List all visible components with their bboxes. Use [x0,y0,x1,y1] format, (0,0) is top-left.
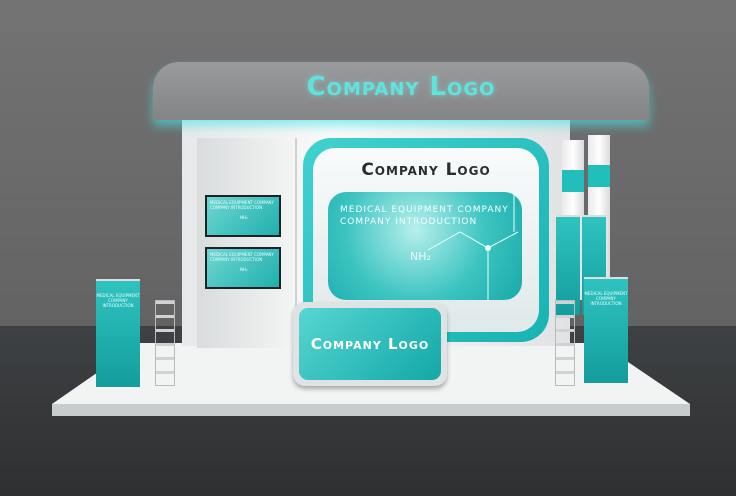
screen-title: MEDICAL EQUIPMENT COMPANY [340,205,509,215]
tv-text: COMPANY INTRODUCTION [210,257,263,262]
counter-logo: Company Logo [299,308,441,380]
main-screen: MEDICAL EQUIPMENT COMPANY COMPANY INTROD… [328,192,522,300]
rollup-banner-right: MEDICAL EQUIPMENT COMPANY INTRODUCTION [584,277,628,383]
screen-formula: NH₂ [410,250,431,263]
hanging-banner [556,215,580,315]
banner-text: MEDICAL EQUIPMENT COMPANY INTRODUCTION [96,279,140,387]
tv-formula: NH₂ [240,267,248,272]
tv-text: COMPANY INTRODUCTION [210,205,263,210]
rollup-banner-left: MEDICAL EQUIPMENT COMPANY INTRODUCTION [96,279,140,387]
back-panel-logo: Company Logo [361,160,491,180]
canopy-header: Company Logo [153,62,649,120]
tv-text: MEDICAL EQUIPMENT COMPANY [210,252,274,257]
brochure-rack [555,300,575,386]
canopy-logo: Company Logo [306,72,496,102]
tv-formula: NH₂ [240,215,248,220]
banner-text: MEDICAL EQUIPMENT COMPANY INTRODUCTION [584,277,628,383]
molecule-graphic [427,192,519,300]
reception-counter: Company Logo [293,302,447,386]
left-column [197,138,297,348]
brochure-rack [155,300,175,386]
tv-text: MEDICAL EQUIPMENT COMPANY [210,200,274,205]
screen-subtitle: COMPANY INTRODUCTION [340,217,478,227]
